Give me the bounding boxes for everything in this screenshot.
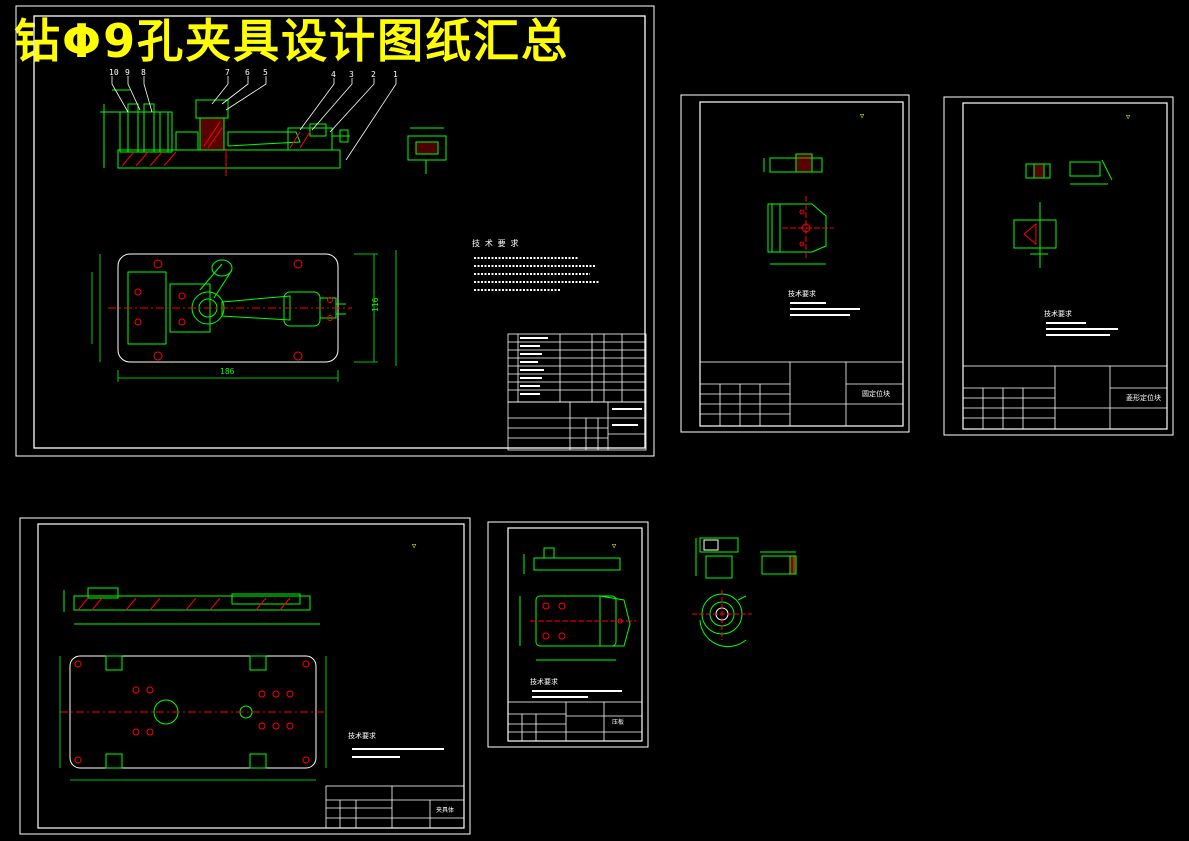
- balloon-7: 7: [225, 68, 230, 77]
- fixture-body-top-view: [59, 655, 327, 781]
- assembly-notes: 技 术 要 求: [472, 238, 600, 291]
- diamond-locator-views: [1013, 159, 1113, 268]
- balloon-10: 10: [109, 68, 119, 77]
- fixture-body-title-block: [325, 785, 465, 829]
- balloon-5: 5: [263, 68, 268, 77]
- diamond-locator-notes-title: 技术要求: [1044, 309, 1072, 318]
- assembly-bom-title-block: [507, 333, 647, 451]
- round-locator-notes-title: 技术要求: [788, 289, 816, 298]
- balloon-numbers: 10 9 8 7 6 5 4 3 2 1: [109, 68, 398, 79]
- svg-text:▽: ▽: [1126, 113, 1131, 121]
- clamp-plate-title: 压板: [612, 718, 624, 726]
- svg-text:▽: ▽: [612, 542, 617, 550]
- round-locator-views: [763, 153, 834, 265]
- fixture-body-hatching: [77, 597, 291, 611]
- svg-text:▽: ▽: [412, 542, 417, 550]
- loose-detail-views[interactable]: [692, 537, 797, 648]
- assembly-hatching: [121, 121, 311, 167]
- sheet-fixture-body[interactable]: ▽: [19, 517, 471, 835]
- dim-length: 186: [220, 367, 235, 376]
- clamp-plate-views: [519, 547, 631, 661]
- diamond-locator-title: 菱形定位块: [1126, 393, 1161, 402]
- assembly-top-view: [91, 250, 397, 382]
- balloon-6: 6: [245, 68, 250, 77]
- sheet-clamp-plate[interactable]: ▽ 技术要求 压板: [487, 521, 649, 748]
- sheet-diamond-locator[interactable]: ▽ 技术要求 菱形定位块: [943, 96, 1174, 436]
- fixture-body-notes-title: 技术要求: [348, 731, 376, 740]
- balloon-3: 3: [349, 70, 354, 79]
- fixture-body-title: 夹具体: [436, 806, 454, 814]
- round-locator-title-block: [699, 361, 904, 427]
- round-locator-title: 圆定位块: [862, 389, 890, 398]
- notes-title: 技 术 要 求: [472, 238, 518, 248]
- balloon-4: 4: [331, 70, 336, 79]
- sheet-round-locator[interactable]: ▽ 技术要求 圆定位块: [680, 94, 910, 433]
- sheet-assembly[interactable]: 10 9 8 7 6 5 4 3 2 1: [15, 5, 655, 457]
- balloon-9: 9: [125, 68, 130, 77]
- diamond-locator-title-block: [962, 365, 1168, 430]
- balloon-leaders: [111, 76, 397, 161]
- assembly-front-view: [100, 89, 350, 176]
- balloon-8: 8: [141, 68, 146, 77]
- drawing-set-title: 钻Φ9孔夹具设计图纸汇总: [14, 14, 570, 68]
- balloon-2: 2: [371, 70, 376, 79]
- clamp-plate-notes-title: 技术要求: [530, 677, 558, 686]
- clamp-plate-title-block: [507, 701, 643, 742]
- dim-width: 116: [371, 297, 380, 312]
- balloon-1: 1: [393, 70, 398, 79]
- svg-text:▽: ▽: [860, 112, 865, 120]
- fixture-body-front-view: [63, 587, 320, 625]
- assembly-side-view: [407, 127, 447, 174]
